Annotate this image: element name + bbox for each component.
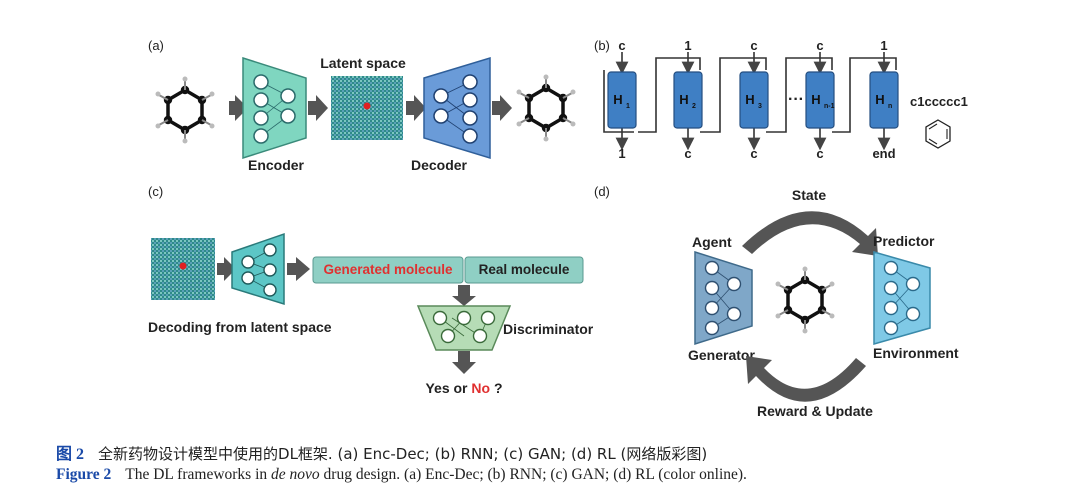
state-label: State xyxy=(792,187,826,203)
rnn-output-token: c xyxy=(816,146,823,161)
rl-generator-icon xyxy=(694,250,753,346)
decoder-label: Decoder xyxy=(411,157,468,173)
rnn-output-token: 1 xyxy=(618,146,625,161)
gan-generator-icon xyxy=(231,232,285,306)
rnn-input-token: 1 xyxy=(684,38,691,53)
arrow-c1 xyxy=(217,257,236,281)
rnn-cell-box xyxy=(607,71,637,129)
caption-en-pre: The DL frameworks in xyxy=(125,466,272,483)
encoder-icon xyxy=(242,56,307,160)
latent-space-title: Latent space xyxy=(320,55,406,71)
rnn-output-token: c xyxy=(750,146,757,161)
rnn-cell-box xyxy=(805,71,835,129)
arrow-a4 xyxy=(492,95,512,121)
rnn-cell-subscript: 1 xyxy=(626,103,630,110)
caption-cn-number: 图 2 xyxy=(56,446,85,463)
generated-molecule-box xyxy=(312,256,464,284)
encoder-label: Encoder xyxy=(248,157,305,173)
input-molecule-icon xyxy=(153,74,217,146)
arrow-c3 xyxy=(452,285,476,306)
panel-d-label: (d) xyxy=(594,184,610,199)
caption-chinese: 图 2 全新药物设计模型中使用的DL框架. (a) Enc-Dec; (b) RN… xyxy=(56,440,707,464)
arrow-a2 xyxy=(308,95,328,121)
rnn-output-token: c xyxy=(684,146,691,161)
caption-cn-text: 全新药物设计模型中使用的DL框架. (a) Enc-Dec; (b) RNN; … xyxy=(98,445,708,463)
rnn-ellipsis: ··· xyxy=(788,91,804,108)
rnn-cell-label: H xyxy=(811,92,820,107)
arrow-a3 xyxy=(406,95,426,121)
generated-molecule-label: Generated molecule xyxy=(323,262,453,277)
smiles-string: c1ccccc1 xyxy=(910,94,968,109)
real-molecule-box xyxy=(464,256,584,284)
gan-latent-point xyxy=(179,262,187,270)
rnn-cell-label: H xyxy=(745,92,754,107)
rnn-cell-label: H xyxy=(679,92,688,107)
rnn-cell-box xyxy=(739,71,769,129)
arrow-c2 xyxy=(287,257,310,281)
panel-c-label: (c) xyxy=(148,184,163,199)
rnn-cell-box xyxy=(869,71,899,129)
caption-english: Figure 2 The DL frameworks in de novo dru… xyxy=(56,466,747,484)
rnn-cell-subscript: n xyxy=(888,103,892,110)
rnn-output-token: end xyxy=(872,146,895,161)
rnn-cell-subscript: n-1 xyxy=(824,103,835,110)
no-text: No xyxy=(471,380,490,396)
latent-point xyxy=(363,102,371,110)
rnn-cell-subscript: 3 xyxy=(758,103,762,110)
agent-label: Agent xyxy=(692,234,732,250)
caption-en-post: drug design. (a) Enc-Dec; (b) RNN; (c) G… xyxy=(319,466,747,483)
rnn-input-token: c xyxy=(618,38,625,53)
panel-a: (a) Encoder Latent space xyxy=(148,38,578,173)
arrow-c4 xyxy=(452,351,476,374)
decoding-label: Decoding from latent space xyxy=(148,319,332,335)
rnn-input-token: 1 xyxy=(880,38,887,53)
caption-en-number: Figure 2 xyxy=(56,466,112,483)
rnn-cell-label: H xyxy=(613,92,622,107)
gan-output-text: Yes or No ? xyxy=(425,380,502,396)
rnn-input-token: c xyxy=(816,38,823,53)
reward-arrow xyxy=(746,356,866,402)
discriminator-icon xyxy=(416,305,512,351)
panel-d: (d) State Agent Predictor xyxy=(594,184,959,419)
environment-label: Environment xyxy=(873,345,959,361)
caption-en-italic: de novo xyxy=(271,466,320,483)
reward-label: Reward & Update xyxy=(757,403,873,419)
rnn-cell-box xyxy=(673,71,703,129)
rnn-connector xyxy=(603,57,897,133)
state-arrow xyxy=(742,211,878,256)
yes-or-text: Yes or xyxy=(425,380,471,396)
generator-label: Generator xyxy=(688,347,755,363)
rnn-cell-label: H xyxy=(875,92,884,107)
decoder-icon xyxy=(423,56,491,160)
arrow-a1 xyxy=(229,95,248,121)
question-text: ? xyxy=(490,380,502,396)
predictor-label: Predictor xyxy=(873,233,935,249)
output-molecule-icon xyxy=(514,72,578,144)
discriminator-label: Discriminator xyxy=(503,321,594,337)
benzene-structure-icon xyxy=(925,119,951,149)
rnn-cell-subscript: 2 xyxy=(692,103,696,110)
panel-a-label: (a) xyxy=(148,38,164,53)
real-molecule-label: Real molecule xyxy=(479,262,570,277)
rnn-input-token: c xyxy=(750,38,757,53)
rl-molecule-icon xyxy=(773,264,837,336)
rl-predictor-icon xyxy=(873,251,931,345)
panel-b-label: (b) xyxy=(594,38,610,53)
panel-c: (c) Decoding from latent space Generated… xyxy=(148,184,594,396)
